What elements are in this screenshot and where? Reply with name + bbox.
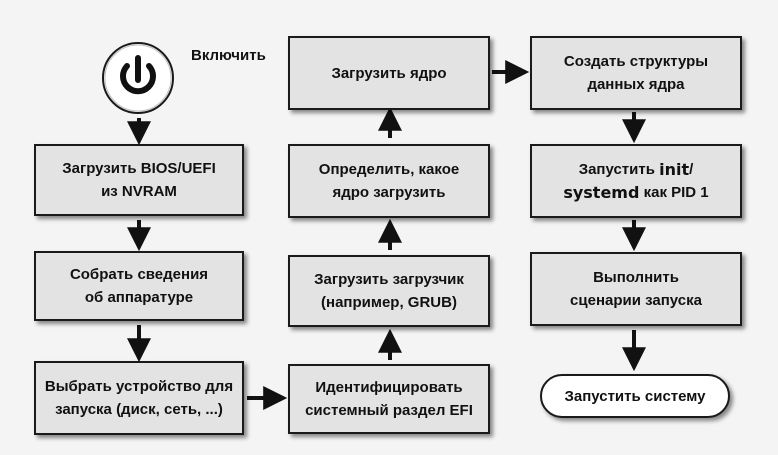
init-code: init	[659, 160, 690, 179]
step-run-system: Запустить систему	[540, 374, 730, 418]
step-run-startup-scripts: Выполнить сценарии запуска	[530, 252, 742, 326]
power-icon	[102, 42, 174, 114]
step-load-bootloader: Загрузить загрузчик (например, GRUB)	[288, 255, 490, 327]
systemd-code: systemd	[563, 183, 640, 202]
step-collect-hardware: Собрать сведения об аппаратуре	[34, 251, 244, 321]
init-prefix: Запустить	[578, 161, 660, 178]
init-slash: /	[689, 161, 694, 178]
step-load-firmware: Загрузить BIOS/UEFI из NVRAM	[34, 144, 244, 216]
step-start-init: Запустить init/ systemd как PID 1	[530, 144, 742, 218]
step-load-kernel: Загрузить ядро	[288, 36, 490, 110]
step-determine-kernel: Определить, какое ядро загрузить	[288, 144, 490, 218]
step-select-boot-device: Выбрать устройство для запуска (диск, се…	[34, 361, 244, 435]
power-button-icon	[100, 40, 176, 116]
step-create-kernel-structures: Создать структуры данных ядра	[530, 36, 742, 110]
init-suffix: как PID 1	[639, 184, 709, 201]
step-identify-efi-partition: Идентифицировать системный раздел EFI	[288, 364, 490, 434]
power-on-label: Включить	[191, 47, 266, 64]
